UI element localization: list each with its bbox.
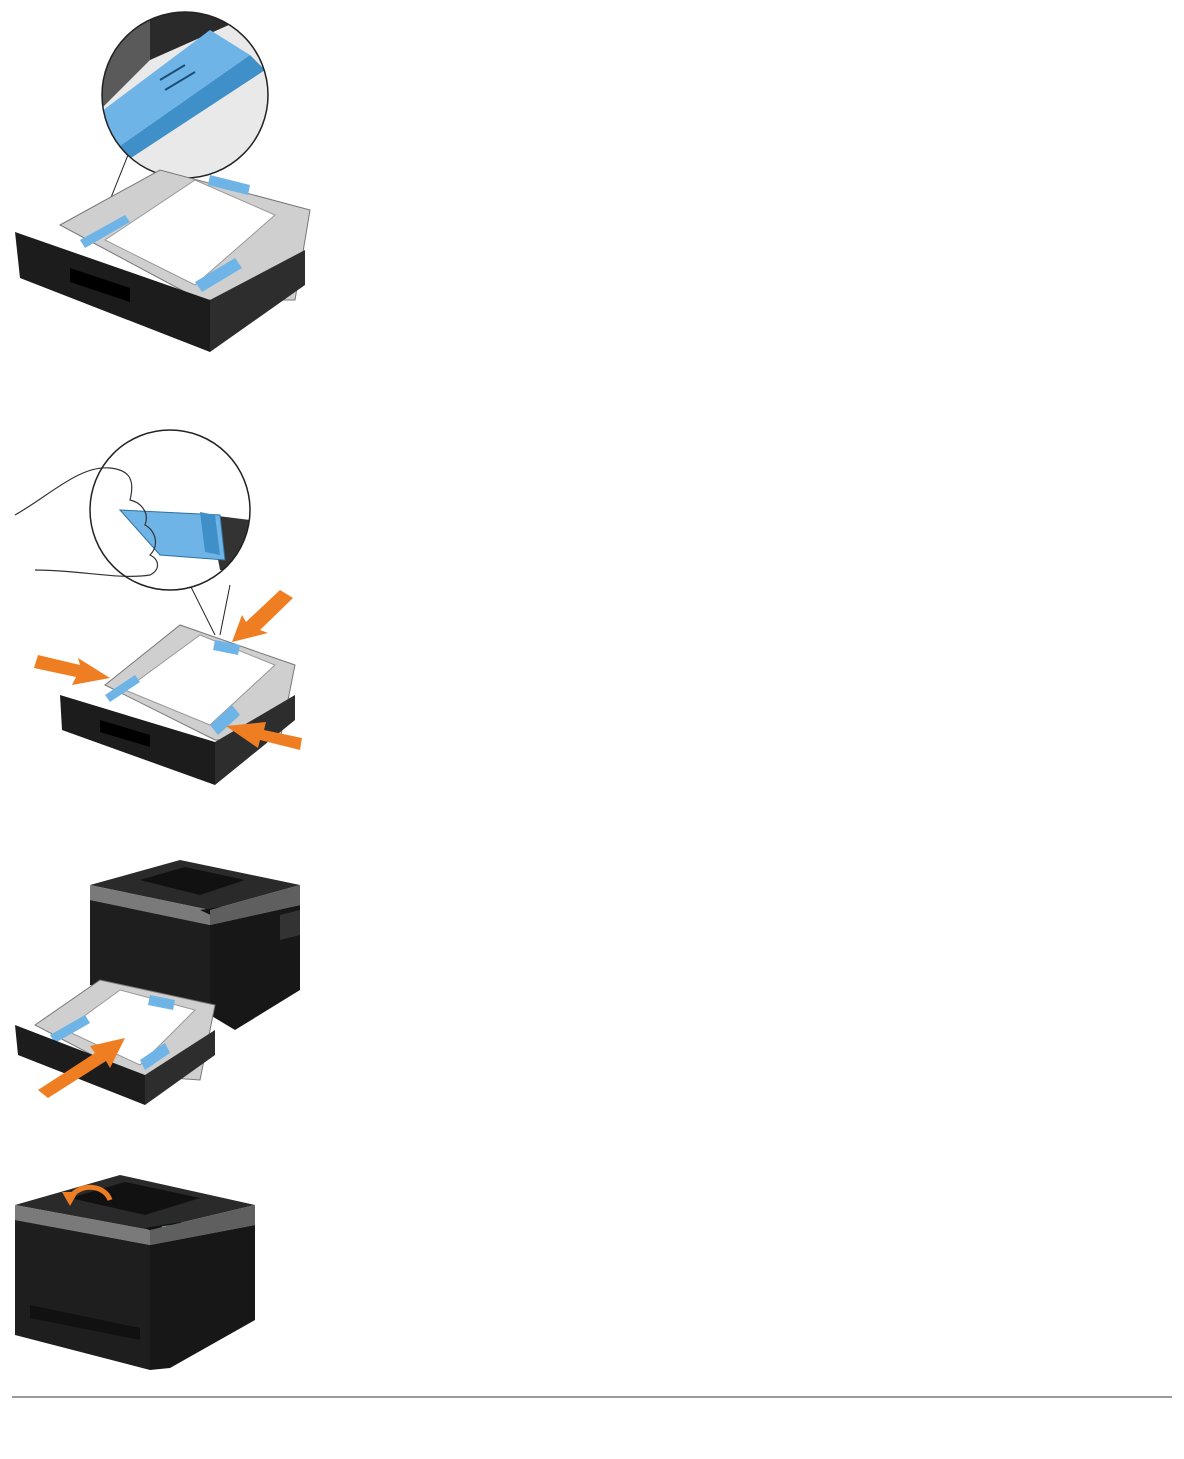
printer-front (15, 1220, 150, 1370)
printer-side (150, 1225, 255, 1370)
paper-tray (15, 170, 310, 352)
extend-output-tray-support-illustration (10, 1170, 260, 1375)
paper-tray (60, 625, 295, 785)
paper-tray-guide-closeup-illustration (10, 0, 320, 360)
adjust-paper-guides-illustration (10, 420, 310, 790)
insert-tray-into-printer-illustration (10, 855, 310, 1110)
magnifier-line (190, 585, 215, 635)
magnifier-line (220, 585, 230, 635)
arrow-left-icon (34, 655, 110, 685)
arrow-top-right-icon (232, 590, 293, 642)
printer-body (15, 1175, 255, 1370)
magnified-hand-detail (90, 420, 260, 600)
section-divider (12, 1396, 1172, 1398)
magnified-guide-detail (90, 0, 290, 200)
